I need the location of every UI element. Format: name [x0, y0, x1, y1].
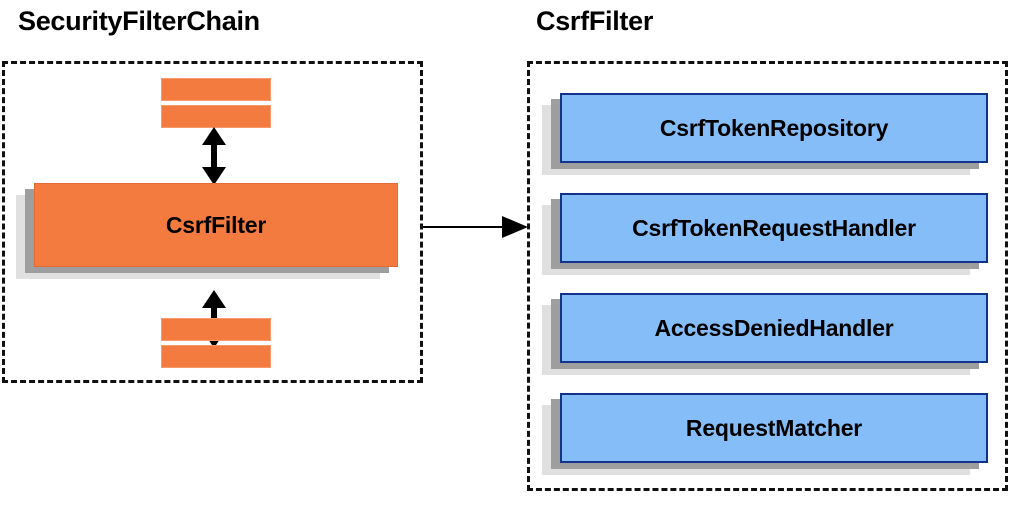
component-box-csrf-token-repository[interactable]: CsrfTokenRepository: [542, 93, 988, 175]
panel-title-security-filter-chain: SecurityFilterChain: [18, 6, 260, 36]
component-label: CsrfFilter: [165, 211, 267, 238]
truncated-filter-bar-bottom-2: [161, 345, 271, 368]
connector-chain-to-detail: [423, 216, 528, 238]
box-face: CsrfFilter: [34, 183, 398, 267]
arrow-head-down-icon: [202, 167, 226, 185]
truncated-filter-bar-top-1: [161, 78, 271, 101]
component-box-csrf-filter[interactable]: CsrfFilter: [16, 183, 398, 279]
truncated-filter-bar-bottom-1: [161, 318, 271, 341]
box-face: RequestMatcher: [560, 393, 988, 463]
link-arrow-above-csrf-filter: [202, 127, 226, 185]
panel-title-csrf-filter: CsrfFilter: [536, 6, 654, 36]
arrow-shaft: [211, 143, 217, 169]
box-face: CsrfTokenRequestHandler: [560, 193, 988, 263]
component-box-access-denied-handler[interactable]: AccessDeniedHandler: [542, 293, 988, 375]
panel-csrf-filter: [527, 61, 1008, 491]
box-face: CsrfTokenRepository: [560, 93, 988, 163]
component-box-csrf-token-request-handler[interactable]: CsrfTokenRequestHandler: [542, 193, 988, 275]
component-label: AccessDeniedHandler: [654, 314, 894, 341]
arrow-shaft: [423, 226, 508, 228]
arrow-head-up-icon: [202, 127, 226, 145]
component-label: CsrfTokenRequestHandler: [632, 214, 916, 241]
box-face: AccessDeniedHandler: [560, 293, 988, 363]
panel-security-filter-chain: [2, 61, 423, 383]
component-label: RequestMatcher: [685, 414, 863, 441]
component-box-request-matcher[interactable]: RequestMatcher: [542, 393, 988, 475]
arrow-head-right-icon: [502, 216, 528, 238]
truncated-filter-bar-top-2: [161, 105, 271, 128]
arrow-head-up-icon: [202, 290, 226, 308]
component-label: CsrfTokenRepository: [659, 114, 889, 141]
